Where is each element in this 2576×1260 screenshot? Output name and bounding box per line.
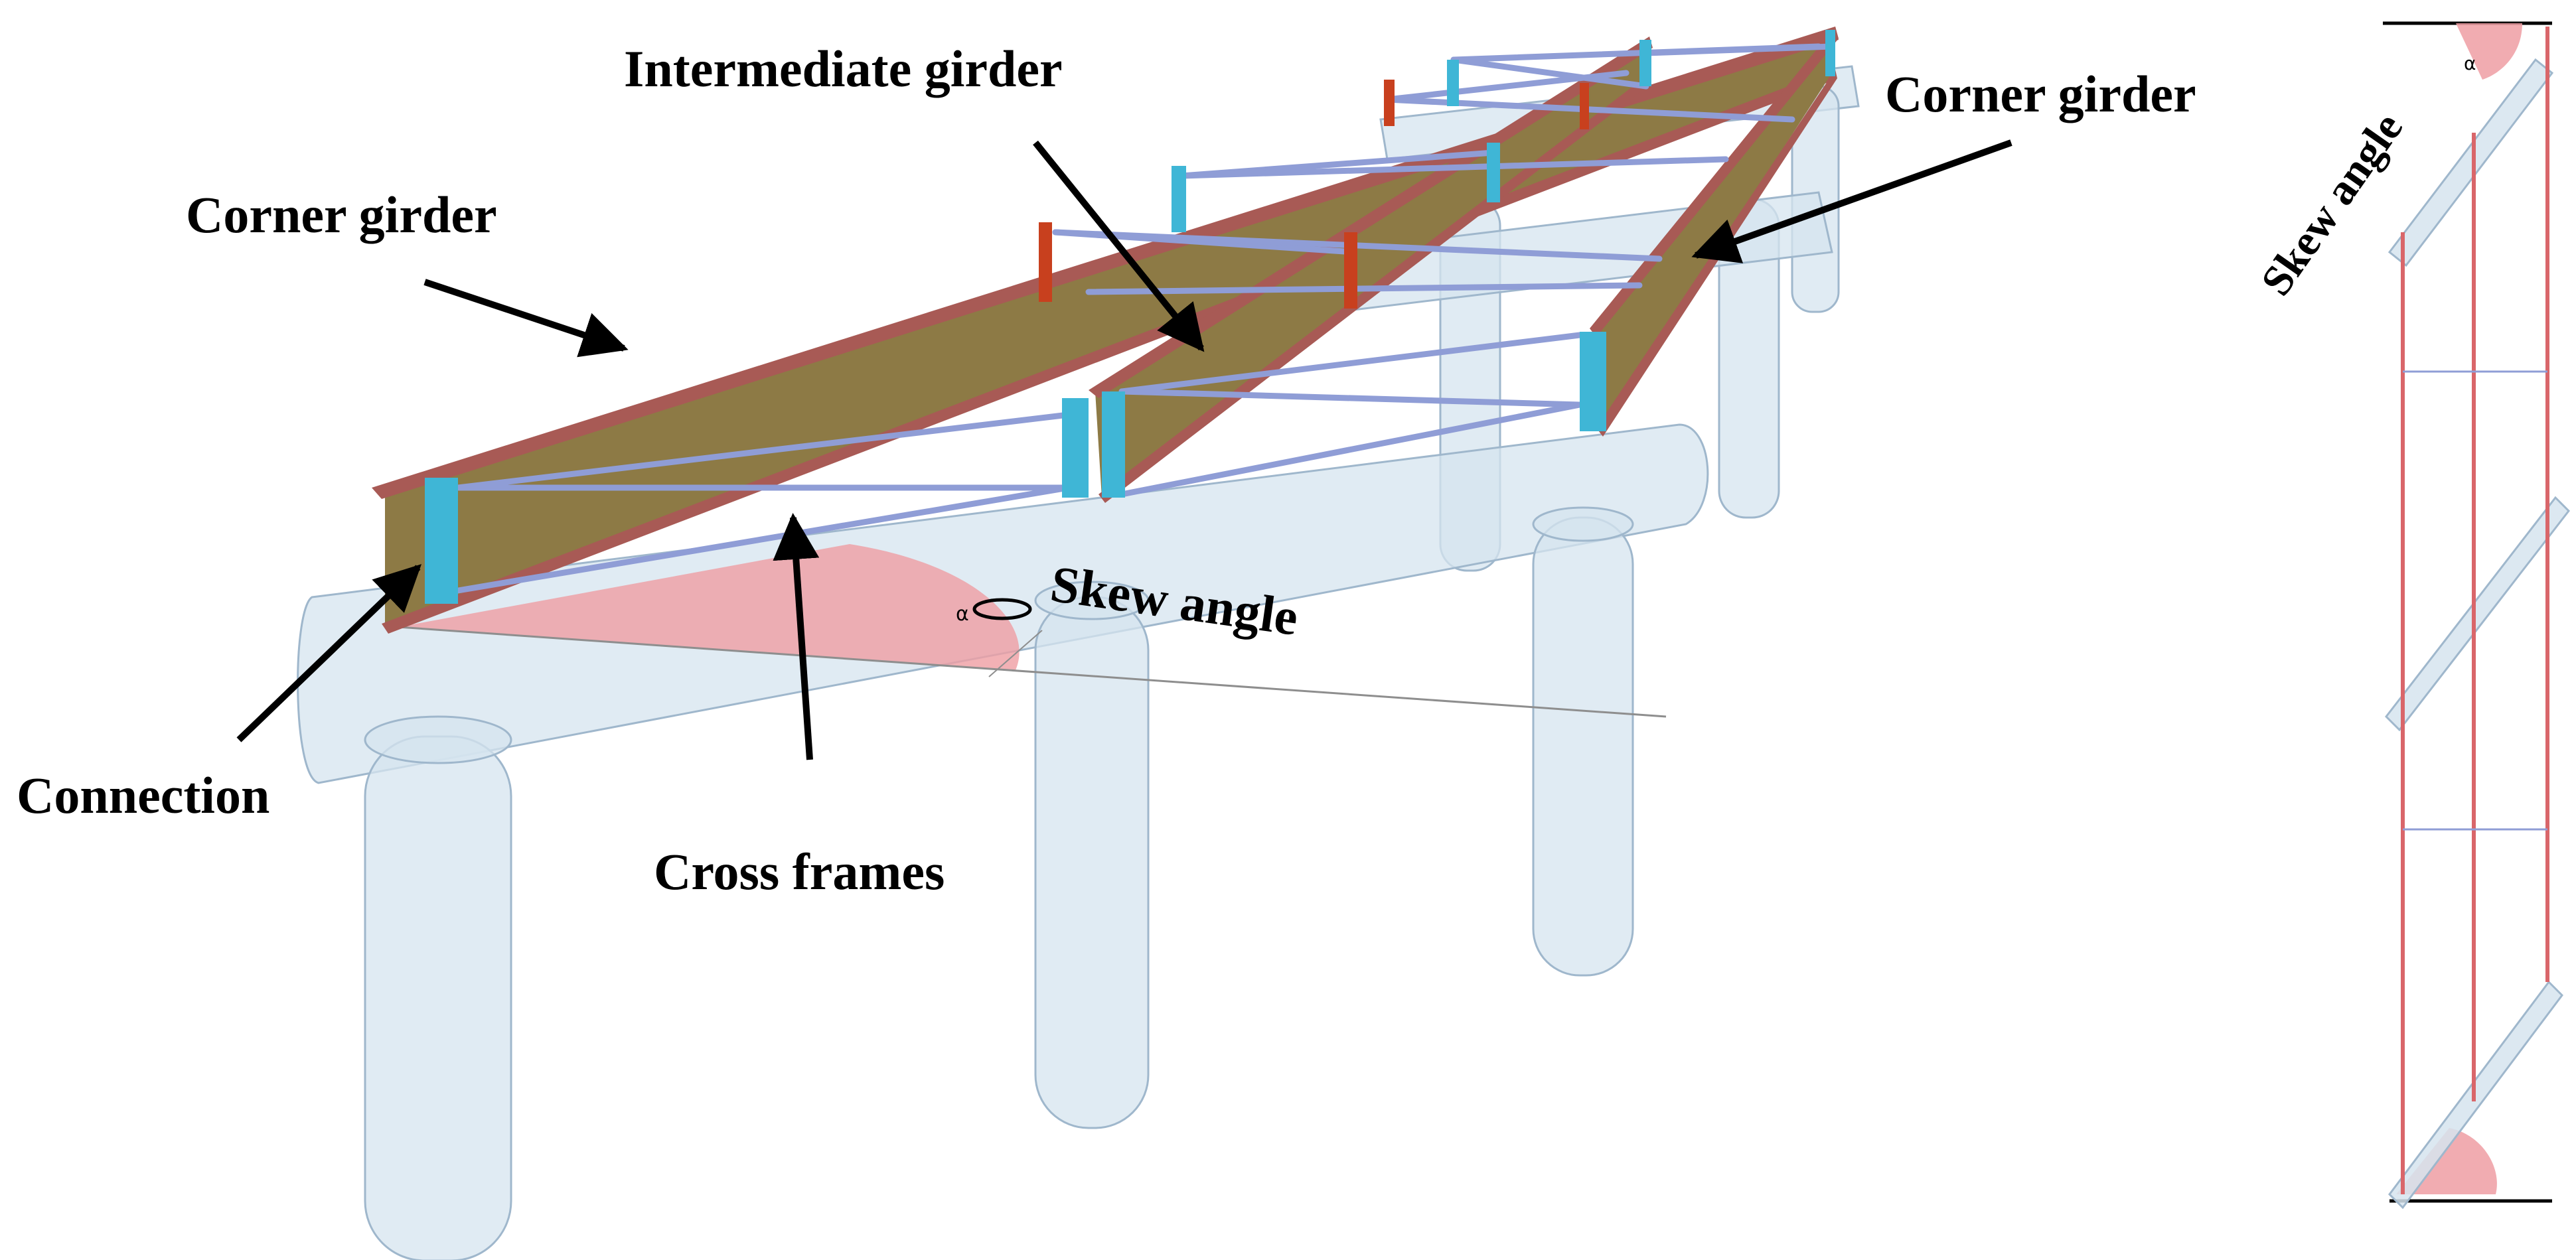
arrow-cross-frames xyxy=(773,513,820,760)
label-corner-girder-right: Corner girder xyxy=(1885,65,2196,123)
alpha-label-main: α xyxy=(956,602,969,626)
cross-frames xyxy=(455,43,1835,594)
label-connection: Connection xyxy=(17,766,269,824)
plan-skew-wedge-top xyxy=(2456,23,2522,80)
label-corner-girder-left: Corner girder xyxy=(186,186,497,244)
alpha-label-plan: α xyxy=(2464,52,2476,74)
front-column xyxy=(364,735,512,1260)
front-pier-cap xyxy=(297,423,1709,784)
arrow-intermediate-girder xyxy=(1033,140,1205,352)
arrows xyxy=(236,139,2012,760)
arrow-connection xyxy=(236,564,422,742)
arrow-corner-girder-right xyxy=(1691,139,2012,263)
label-intermediate-girder: Intermediate girder xyxy=(624,40,1063,98)
front-column xyxy=(1532,516,1634,977)
connection-plate xyxy=(425,478,458,604)
stiffener xyxy=(1039,222,1052,302)
plan-view: α xyxy=(2383,21,2570,1210)
substructure xyxy=(297,65,1860,1260)
label-skew-angle-plan: Skew angle xyxy=(2251,104,2412,305)
connections xyxy=(425,30,1835,604)
skew-wedge xyxy=(398,544,1020,670)
label-cross-frames: Cross frames xyxy=(654,843,945,900)
skew-reference-line xyxy=(398,626,1667,718)
skew-angle-indicator: α xyxy=(398,544,1667,718)
alpha-symbol-main xyxy=(972,598,1032,620)
arrow-corner-girder-left xyxy=(423,279,629,358)
